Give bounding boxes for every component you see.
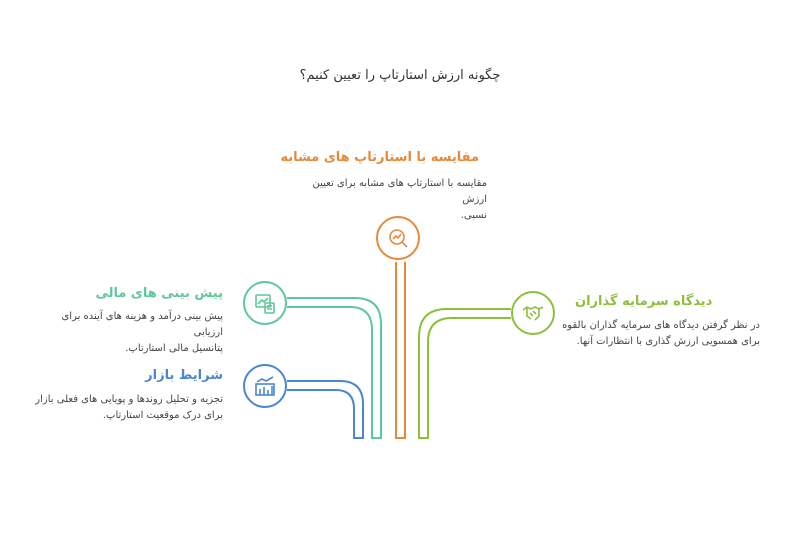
investor-desc-line1: در نظر گرفتن دیدگاه های سرمایه گذاران با… (562, 320, 760, 331)
compare-desc-line1: مقایسه با استارتاپ های مشابه برای تعیین … (312, 178, 487, 205)
connector-forecast (287, 297, 382, 439)
forecast-desc-line2: پتانسیل مالی استارتاپ. (125, 343, 223, 354)
compare-heading: مقایسه با استارتاپ های مشابه (280, 150, 479, 165)
calculator-chart-icon (255, 294, 275, 314)
investor-desc-line2: برای همسویی ارزش گذاری با انتظارات آنها. (576, 336, 760, 347)
forecast-heading: پیش بینی های مالی (95, 286, 223, 301)
market-desc-line2: برای درک موقعیت استارتاپ. (102, 410, 223, 421)
market-icon-circle (243, 364, 287, 408)
handshake-icon (522, 306, 544, 321)
market-description: تجزیه و تحلیل روندها و پویایی های فعلی ب… (33, 392, 223, 424)
investor-icon-circle (511, 291, 555, 335)
page-title: چگونه ارزش استارتاپ را تعیین کنیم؟ (299, 68, 501, 83)
investor-description: در نظر گرفتن دیدگاه های سرمایه گذاران با… (560, 318, 760, 350)
market-desc-line1: تجزیه و تحلیل روندها و پویایی های فعلی ب… (35, 394, 223, 405)
forecast-desc-line1: پیش بینی درآمد و هزینه های آینده برای ار… (61, 311, 223, 338)
compare-description: مقایسه با استارتاپ های مشابه برای تعیین … (297, 176, 487, 224)
connector-market (287, 380, 364, 439)
market-heading: شرایط بازار (145, 368, 223, 383)
forecast-description: پیش بینی درآمد و هزینه های آینده برای ار… (33, 309, 223, 357)
compare-icon-circle (376, 216, 420, 260)
forecast-icon-circle (243, 281, 287, 325)
compare-desc-line2: نسبی. (460, 210, 487, 221)
investor-heading: دیدگاه سرمایه گذاران (575, 294, 713, 309)
connector-investor (418, 308, 511, 439)
chart-magnify-icon (389, 229, 408, 248)
connector-compare (395, 262, 406, 439)
bar-chart-icon (255, 376, 275, 396)
